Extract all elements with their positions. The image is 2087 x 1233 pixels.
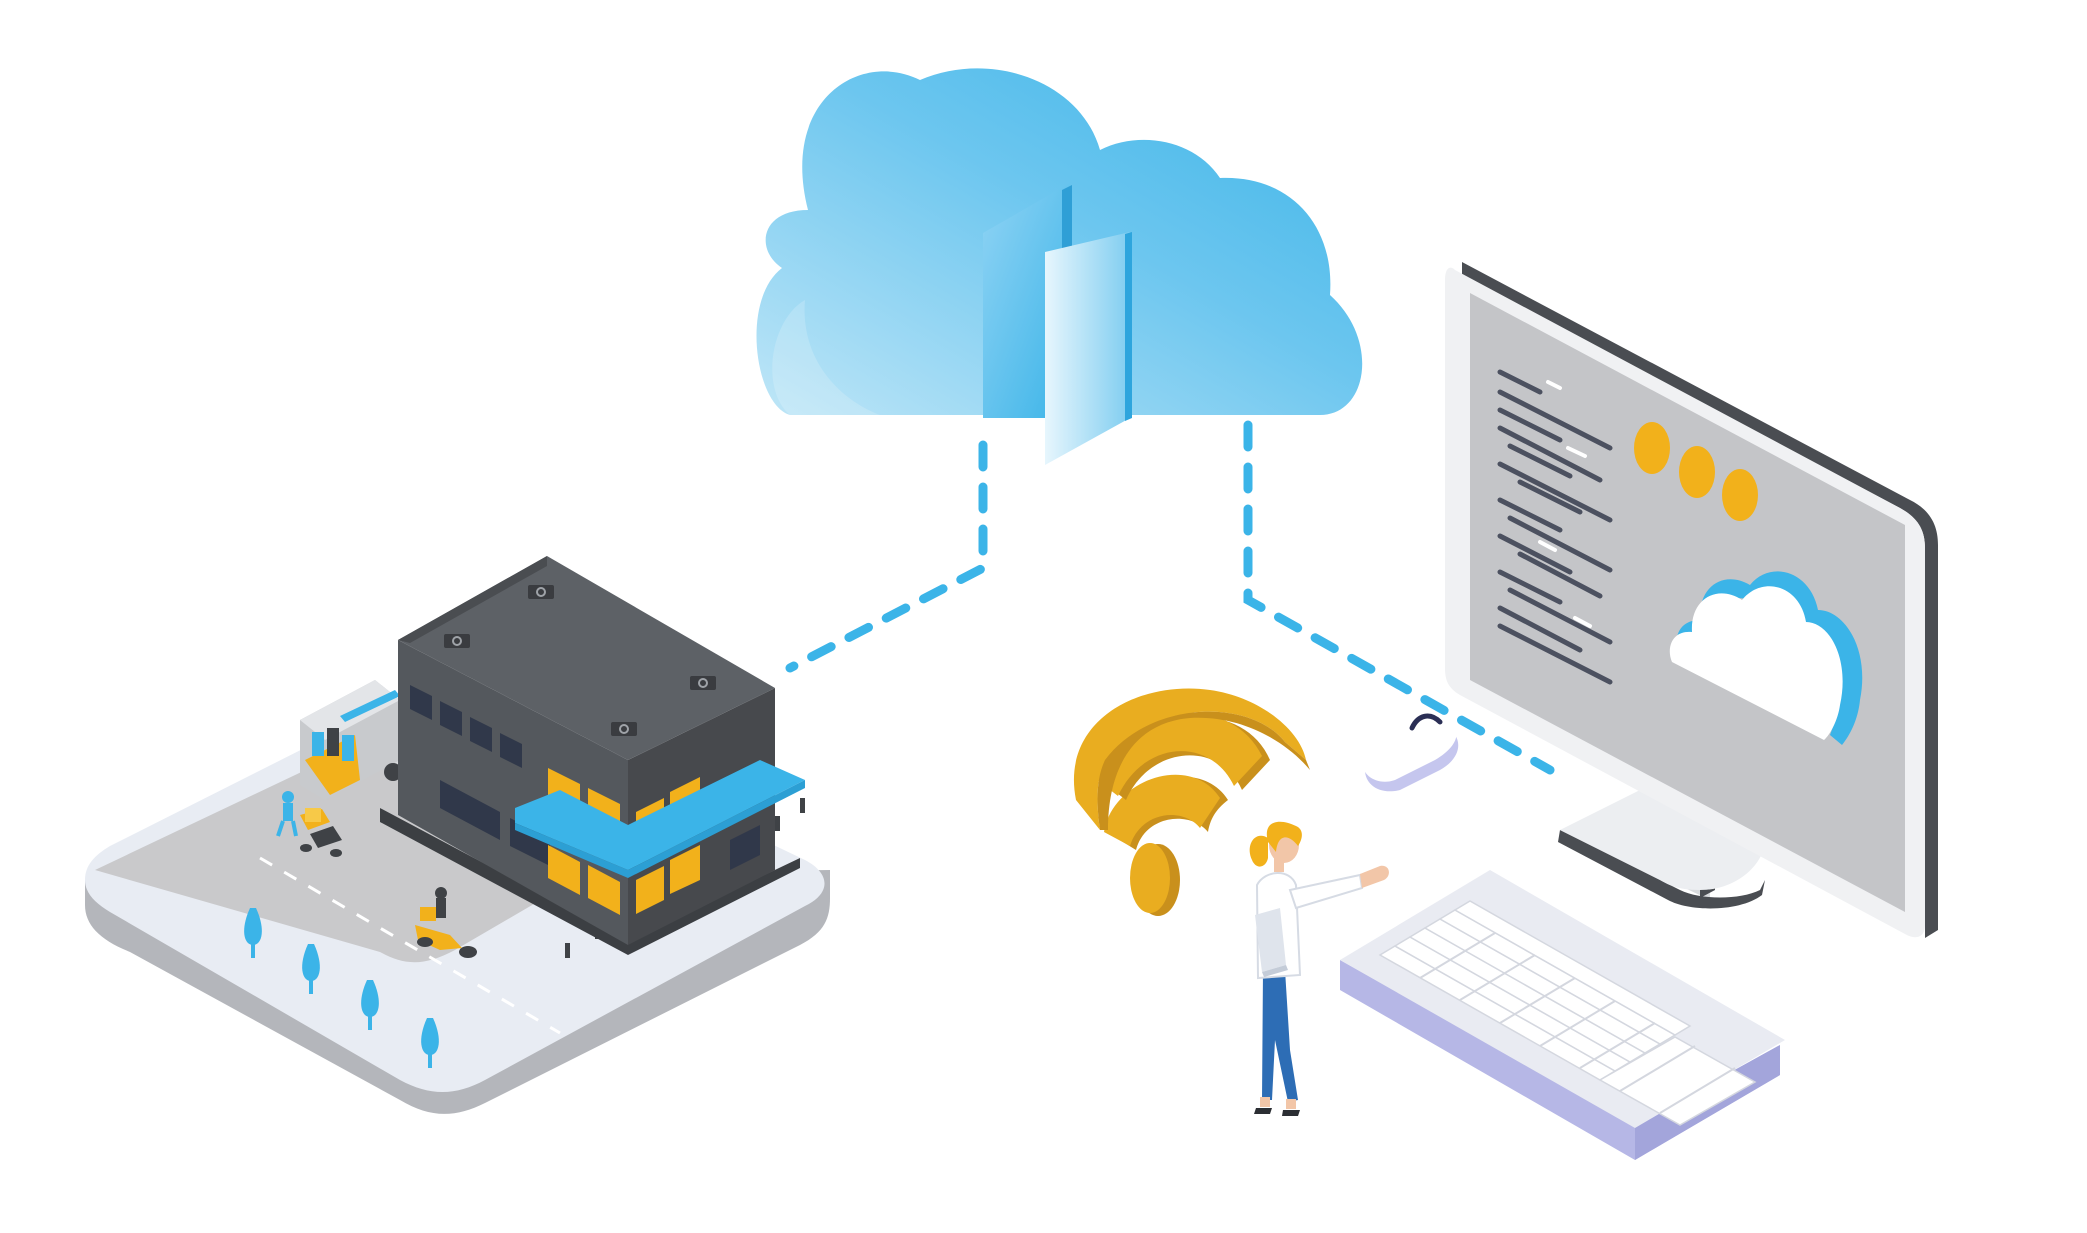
building-awning: [515, 760, 805, 878]
mouse-icon: [1362, 713, 1459, 792]
building-label: 03: [325, 500, 433, 576]
scooter-icon: [415, 887, 477, 958]
loading-dots: [1634, 422, 1758, 521]
keyboard-keys: [1378, 900, 1757, 1126]
wifi-icon: [1073, 688, 1310, 916]
truck-icon: [300, 680, 402, 800]
person-figure: [1249, 821, 1389, 1116]
door-icon: [983, 183, 1132, 465]
roof-vents: [444, 585, 716, 736]
courier-figure: [276, 791, 342, 857]
monitor-icon: [1445, 262, 1938, 938]
building-icon: 03: [325, 500, 805, 955]
tree-icon: [244, 908, 439, 1068]
code-lines: [1497, 369, 1613, 685]
connection-line-monitor: [1243, 420, 1555, 775]
keyboard-icon: [1340, 870, 1785, 1160]
screen-cloud-icon: [1669, 571, 1863, 745]
connection-lines: [785, 420, 1555, 775]
connection-line-building: [785, 440, 988, 673]
